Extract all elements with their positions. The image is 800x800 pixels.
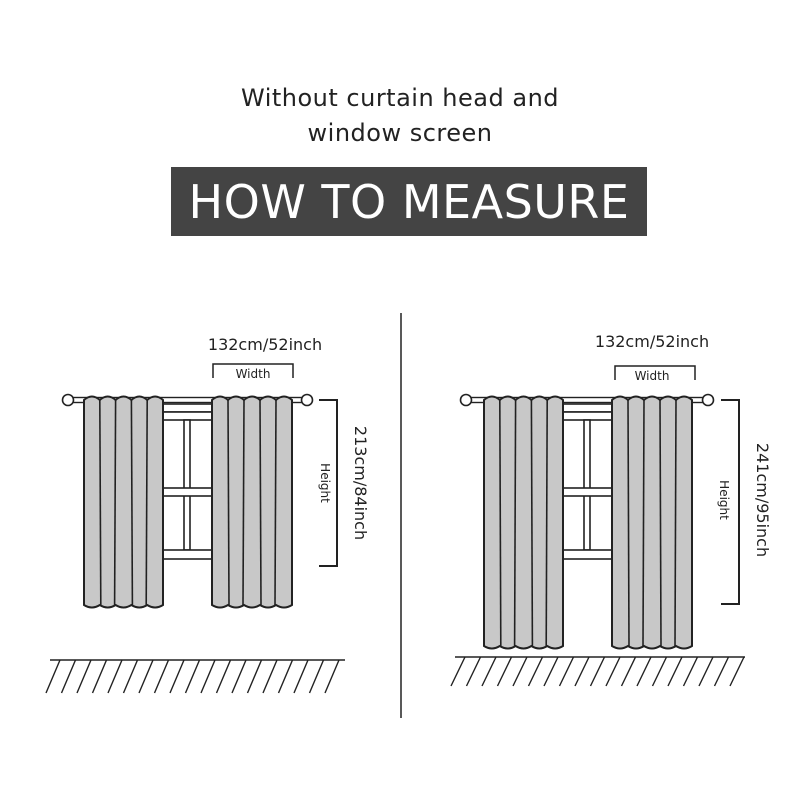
curtain-panel	[611, 395, 693, 650]
width-value: 132cm/52inch	[208, 335, 322, 354]
curtain-fold	[674, 399, 677, 647]
floor-hatch	[450, 656, 745, 687]
curtain-fold	[113, 399, 117, 606]
curtain-left	[83, 395, 164, 609]
width-value: 132cm/52inch	[595, 332, 709, 351]
curtain-left	[483, 395, 564, 650]
curtain-fold	[642, 399, 645, 647]
height-bracket	[721, 399, 740, 605]
window-frame	[162, 403, 213, 560]
curtain-fold	[145, 399, 148, 606]
rod-end-left	[61, 393, 75, 407]
curtain-fold	[530, 399, 534, 647]
subtitle-line-1: Without curtain head and	[240, 84, 560, 112]
curtain-fold	[130, 399, 134, 606]
subtitle-line-2: window screen	[307, 119, 493, 147]
rod-end-left	[459, 393, 473, 407]
height-value: 213cm/84inch	[351, 426, 370, 540]
curtain-fold	[545, 399, 549, 647]
curtain-right	[211, 395, 293, 609]
curtain-panel	[483, 395, 564, 650]
how-to-measure-banner: HOW TO MEASURE	[171, 167, 647, 236]
curtain-right	[611, 395, 693, 650]
curtain-fold	[274, 399, 277, 606]
curtain-fold	[259, 399, 262, 606]
curtain-fold	[513, 399, 517, 647]
window-frame	[562, 403, 613, 560]
width-label: Width	[236, 367, 271, 381]
curtain-fold	[659, 399, 662, 647]
rod-end-right	[701, 393, 715, 407]
curtain-fold	[242, 399, 245, 606]
width-bracket	[614, 365, 696, 380]
panel-long-curtain: 132cm/52inch Width Height 241cm/95inch	[450, 332, 772, 687]
height-label: Height	[318, 463, 332, 503]
curtain-fold	[627, 399, 630, 647]
curtain-panel	[83, 395, 164, 609]
panel-short-curtain: 132cm/52inch Width Height 213cm/84inch	[45, 335, 370, 694]
curtain-fold	[498, 399, 502, 647]
curtain-fold	[99, 399, 102, 606]
curtain-panel	[211, 395, 293, 609]
width-bracket	[212, 363, 294, 378]
rod-end-right	[300, 393, 314, 407]
height-value: 241cm/95inch	[753, 443, 772, 557]
floor-hatch	[45, 659, 345, 694]
height-bracket	[319, 399, 338, 567]
curtain-fold	[227, 399, 230, 606]
width-label: Width	[635, 369, 670, 383]
height-label: Height	[717, 480, 731, 520]
